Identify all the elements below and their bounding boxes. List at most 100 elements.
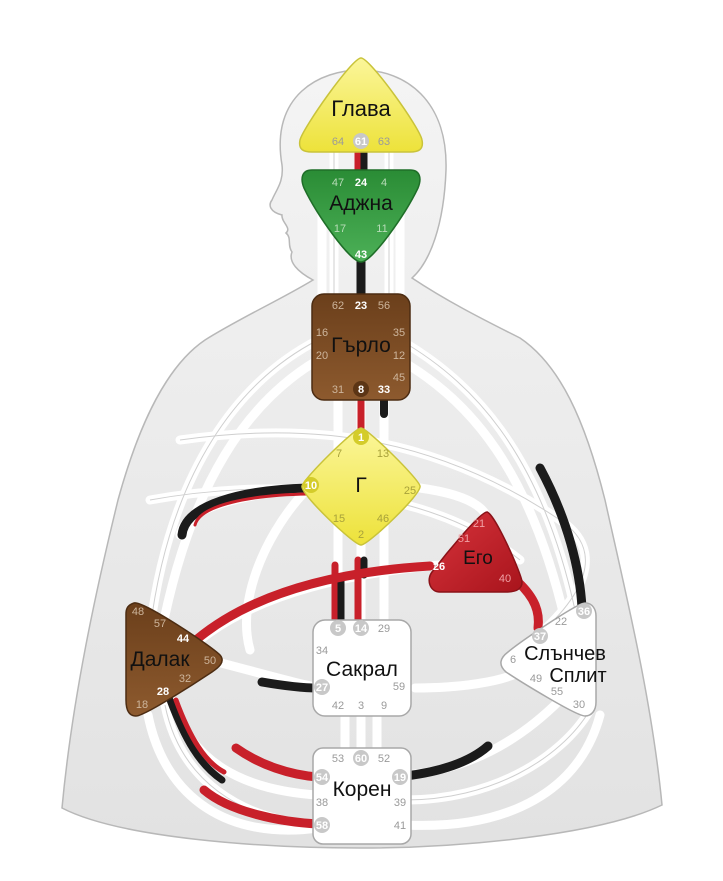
- gate-64: 64: [332, 136, 344, 148]
- gate-49: 49: [530, 673, 542, 685]
- ajna-center[interactable]: Аджна: [301, 169, 421, 263]
- gate-28: 28: [157, 686, 169, 698]
- gate-19: 19: [394, 772, 406, 784]
- channel-32-54: [231, 743, 323, 782]
- gate-57: 57: [154, 618, 166, 630]
- channel-36-black: [535, 463, 587, 613]
- gate-44: 44: [177, 633, 190, 645]
- gate-16: 16: [316, 327, 328, 339]
- gate-19-marker: [392, 769, 408, 785]
- gate-62: 62: [332, 300, 344, 312]
- channel-28-38-black: [166, 696, 226, 784]
- gate-27: 27: [316, 682, 328, 694]
- gate-5-marker: [330, 620, 346, 636]
- gate-5: 5: [335, 623, 341, 635]
- gate-2: 2: [358, 529, 364, 541]
- gate-61-marker: [353, 133, 369, 149]
- gate-3: 3: [358, 700, 364, 712]
- gate-51: 51: [458, 533, 470, 545]
- gate-59: 59: [393, 681, 405, 693]
- gate-26: 26: [433, 561, 445, 573]
- head-center[interactable]: Глава: [298, 57, 424, 153]
- gate-11: 11: [376, 223, 387, 235]
- gate-63: 63: [378, 136, 390, 148]
- ego-center[interactable]: Его: [428, 511, 523, 593]
- throat-center[interactable]: Гърло: [311, 293, 411, 401]
- channel-19-49: [400, 741, 493, 781]
- gate-60: 60: [355, 753, 367, 765]
- gate-35: 35: [393, 327, 405, 339]
- gate-37: 37: [534, 631, 546, 643]
- gate-47: 47: [332, 177, 344, 189]
- solar-plexus-label-line2: Сплит: [549, 665, 606, 687]
- root-center[interactable]: Корен: [312, 747, 412, 845]
- channel-10-black: [177, 483, 313, 540]
- gate-55: 55: [551, 686, 563, 698]
- gate-1-marker: [353, 429, 369, 445]
- spleen-center-label: Далак: [130, 648, 190, 671]
- gate-9: 9: [381, 700, 387, 712]
- gate-36-marker: [576, 603, 592, 619]
- gate-7: 7: [336, 448, 342, 460]
- gate-13: 13: [377, 448, 389, 460]
- gate-10-marker: [303, 477, 319, 493]
- root-center-label: Корен: [333, 778, 392, 801]
- g-center-label: Г: [355, 474, 366, 497]
- gate-24: 24: [355, 177, 368, 189]
- gate-34: 34: [316, 645, 328, 657]
- gate-54: 54: [316, 772, 329, 784]
- channel-26-44: [191, 561, 435, 645]
- gate-14-marker: [353, 620, 369, 636]
- gate-27-marker: [314, 679, 330, 695]
- gate-17: 17: [334, 223, 346, 235]
- gate-25: 25: [404, 485, 416, 497]
- gate-38: 38: [316, 797, 328, 809]
- gate-12: 12: [393, 350, 405, 362]
- sacral-center[interactable]: Сакрал: [312, 619, 412, 717]
- channel-10-red: [193, 492, 310, 527]
- g-center[interactable]: Г: [301, 427, 421, 546]
- gate-58: 58: [316, 820, 328, 832]
- solar-plexus-label-line1: Слънчев: [524, 643, 606, 665]
- gate-6: 6: [510, 654, 516, 666]
- gate-1: 1: [358, 432, 364, 444]
- ego-center-label: Его: [463, 548, 493, 569]
- gate-8: 8: [358, 384, 364, 396]
- gate-23: 23: [355, 300, 367, 312]
- solar-plexus-center[interactable]: Слънчев Сплит: [500, 602, 607, 717]
- gate-58-marker: [314, 817, 330, 833]
- gate-37-marker: [532, 628, 548, 644]
- gate-15: 15: [333, 513, 345, 525]
- gate-43: 43: [355, 249, 367, 261]
- gate-18: 18: [136, 699, 148, 711]
- gate-22: 22: [555, 616, 567, 628]
- gate-36: 36: [578, 606, 590, 618]
- ajna-center-label: Аджна: [329, 192, 393, 215]
- gate-46: 46: [377, 513, 389, 525]
- gate-54-marker: [314, 769, 330, 785]
- throat-center-label: Гърло: [331, 334, 391, 357]
- gate-4: 4: [381, 177, 387, 189]
- gate-numbers: 64 61 63 47 24 4 17 11 43 62 23 56 16 35…: [132, 133, 592, 833]
- channel-28-38-red: [173, 697, 227, 775]
- gate-56: 56: [378, 300, 390, 312]
- gate-48: 48: [132, 606, 144, 618]
- gate-39: 39: [394, 797, 406, 809]
- gate-61: 61: [355, 136, 367, 148]
- spleen-center[interactable]: Далак: [125, 602, 223, 717]
- gate-21: 21: [473, 518, 485, 530]
- channel-18-58: [199, 785, 323, 829]
- gate-20: 20: [316, 350, 328, 362]
- gate-14: 14: [355, 623, 368, 635]
- gate-60-marker: [353, 750, 369, 766]
- gate-53: 53: [332, 753, 344, 765]
- gate-10: 10: [305, 480, 317, 492]
- gate-42: 42: [332, 700, 344, 712]
- gate-50: 50: [204, 655, 216, 667]
- head-center-label: Глава: [331, 96, 391, 121]
- gate-30: 30: [573, 699, 585, 711]
- gate-29: 29: [378, 623, 390, 635]
- gate-45: 45: [393, 372, 405, 384]
- gate-40: 40: [499, 573, 511, 585]
